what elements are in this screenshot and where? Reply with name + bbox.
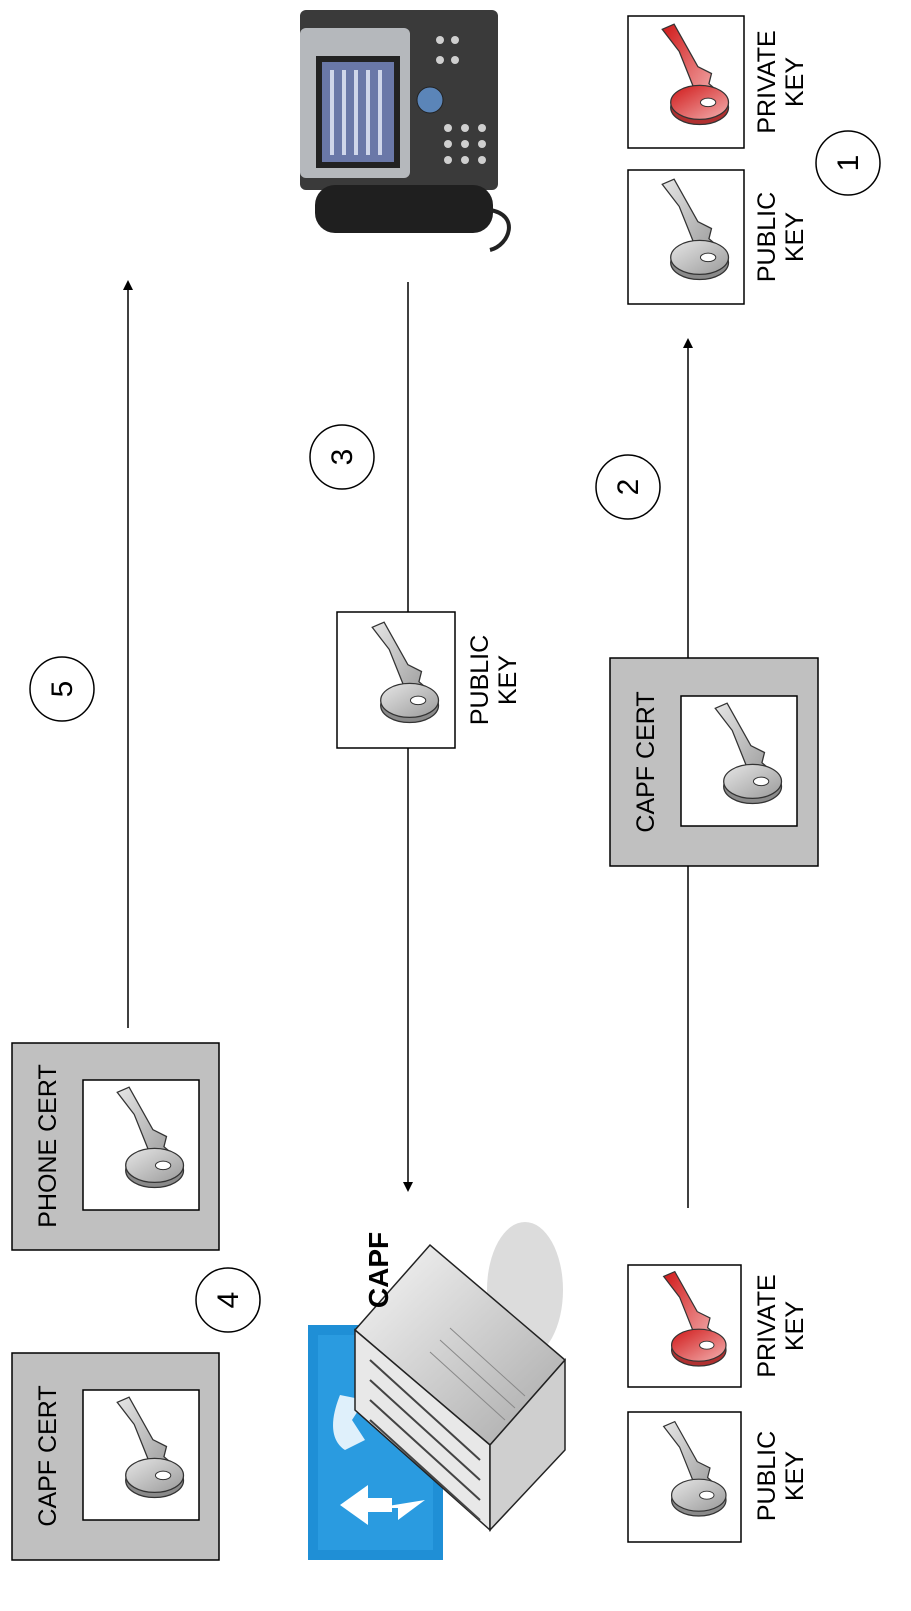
- svg-text:1: 1: [832, 155, 865, 172]
- svg-text:PRIVATE: PRIVATE: [753, 1274, 781, 1377]
- svg-text:PUBLIC: PUBLIC: [466, 635, 494, 725]
- phone-cert: PHONE CERT: [11, 1042, 220, 1251]
- svg-text:KEY: KEY: [781, 1451, 809, 1501]
- svg-text:PHONE CERT: PHONE CERT: [34, 1064, 62, 1227]
- phone-private-key-label: PRIVATE KEY: [753, 30, 809, 133]
- phone-public-key-box: [627, 169, 745, 305]
- svg-text:KEY: KEY: [781, 1301, 809, 1351]
- capf-cert-transit: CAPF CERT: [609, 657, 819, 867]
- phone-public-key-label: PUBLIC KEY: [753, 192, 809, 282]
- svg-text:KEY: KEY: [494, 655, 522, 705]
- step-circle-1: 1: [815, 130, 881, 196]
- svg-text:5: 5: [46, 681, 79, 698]
- ip-phone: [300, 10, 511, 252]
- capf-server: [308, 1222, 567, 1560]
- svg-text:PUBLIC: PUBLIC: [753, 1431, 781, 1521]
- capf-public-key-label: PUBLIC KEY: [753, 1431, 809, 1521]
- svg-text:CAPF CERT: CAPF CERT: [632, 691, 660, 832]
- transit-public-key-label: PUBLIC KEY: [466, 635, 522, 725]
- capf-private-key-label: PRIVATE KEY: [753, 1274, 809, 1377]
- capf-public-key-box: [627, 1411, 742, 1543]
- svg-text:PRIVATE: PRIVATE: [753, 30, 781, 133]
- transit-public-key-box: [336, 611, 456, 749]
- svg-text:4: 4: [212, 1292, 245, 1309]
- capf-private-key-box: [627, 1264, 742, 1388]
- capf-label: CAPF: [363, 1232, 394, 1308]
- step-circle-2: 2: [595, 454, 661, 520]
- step-circle-4: 4: [195, 1267, 261, 1333]
- svg-text:KEY: KEY: [781, 57, 809, 107]
- svg-text:2: 2: [612, 479, 645, 496]
- svg-text:PUBLIC: PUBLIC: [753, 192, 781, 282]
- svg-text:CAPF CERT: CAPF CERT: [34, 1385, 62, 1526]
- step-circle-3: 3: [309, 424, 375, 490]
- svg-text:KEY: KEY: [781, 212, 809, 262]
- phone-private-key-box: [627, 15, 745, 149]
- capf-cert-issued: CAPF CERT: [11, 1352, 220, 1561]
- svg-text:3: 3: [326, 449, 359, 466]
- step-circle-5: 5: [29, 656, 95, 722]
